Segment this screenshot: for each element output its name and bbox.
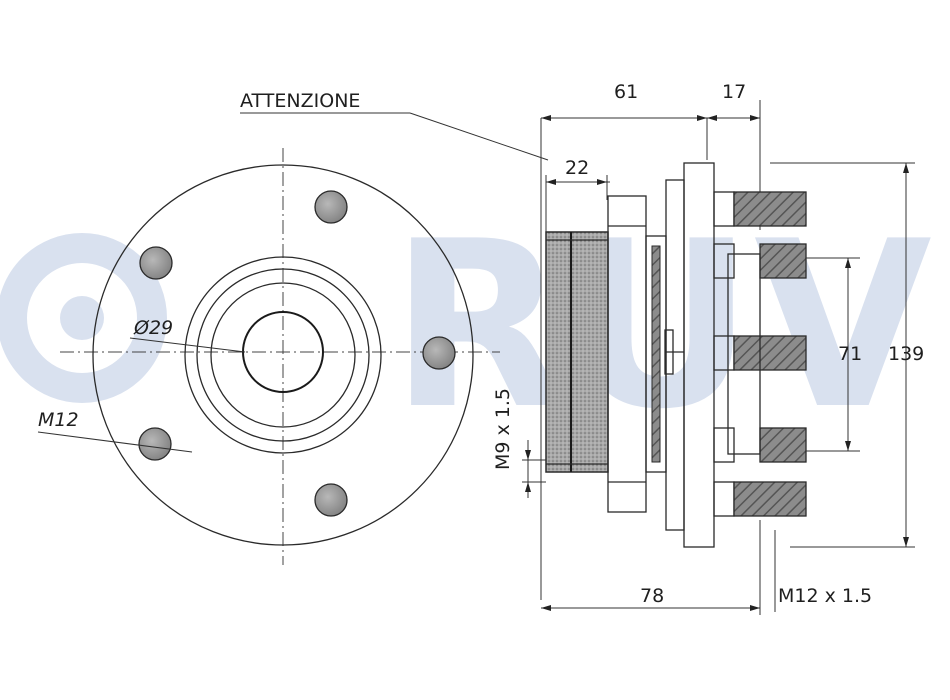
stud-head (713, 427, 735, 463)
bolt-hole (314, 483, 348, 517)
arrow-head (597, 179, 607, 185)
arrow-head (750, 115, 760, 121)
front-view: Ø29 M12 (37, 148, 500, 565)
arrow-head (903, 537, 909, 547)
hub-inner-ring (196, 268, 370, 442)
wheel-stud (759, 243, 807, 279)
dim-22-label: 22 (565, 157, 589, 179)
stud-head (713, 243, 735, 279)
wheel-studs (713, 191, 807, 517)
flange-boss (664, 329, 674, 375)
watermark-text: RUVILLE (390, 193, 950, 460)
hub-collar (210, 282, 356, 428)
bore-label: Ø29 (133, 317, 173, 339)
hub-cylinder (545, 231, 609, 473)
thread-leader (37, 431, 193, 453)
bolt-hole (139, 246, 173, 280)
bolt-hole (314, 190, 348, 224)
bolt-hole (138, 427, 172, 461)
watermark-logo-icon (0, 233, 167, 403)
hub-outer-ring (184, 256, 382, 454)
note-leader (409, 112, 549, 161)
arrow-head (697, 115, 707, 121)
wheel-stud (733, 191, 807, 227)
arrow-head (546, 179, 556, 185)
attenzione-label: ATTENZIONE (240, 90, 360, 112)
seal-section (651, 245, 661, 463)
stud-head (713, 481, 735, 517)
arrow-head (903, 163, 909, 173)
arrow-head (845, 441, 851, 451)
bolt-hole (422, 336, 456, 370)
outer-flange (92, 164, 474, 546)
wheel-stud (733, 335, 807, 371)
arrow-head (750, 605, 760, 611)
wheel-stud (733, 481, 807, 517)
brand-watermark: RUVILLE (0, 193, 950, 460)
dim-139-label: 139 (888, 343, 924, 365)
dim-17-label: 17 (722, 81, 746, 103)
arrow-head (525, 450, 531, 460)
arrow-head (707, 115, 717, 121)
wheel-stud (759, 427, 807, 463)
thread-m12-label: M12 x 1.5 (778, 585, 872, 607)
arrow-head (845, 258, 851, 268)
side-view: ATTENZIONE 61 17 22 (240, 81, 924, 615)
arrow-head (541, 115, 551, 121)
thread-m9-label: M9 x 1.5 (492, 388, 514, 470)
dim-61-label: 61 (614, 81, 638, 103)
inner-stud-outline (727, 253, 761, 455)
arrow-head (525, 482, 531, 492)
bore-leader (129, 337, 246, 353)
dim-71-label: 71 (838, 343, 862, 365)
dim-78-label: 78 (640, 585, 664, 607)
thread-label: M12 (38, 409, 79, 431)
arrow-head (541, 605, 551, 611)
